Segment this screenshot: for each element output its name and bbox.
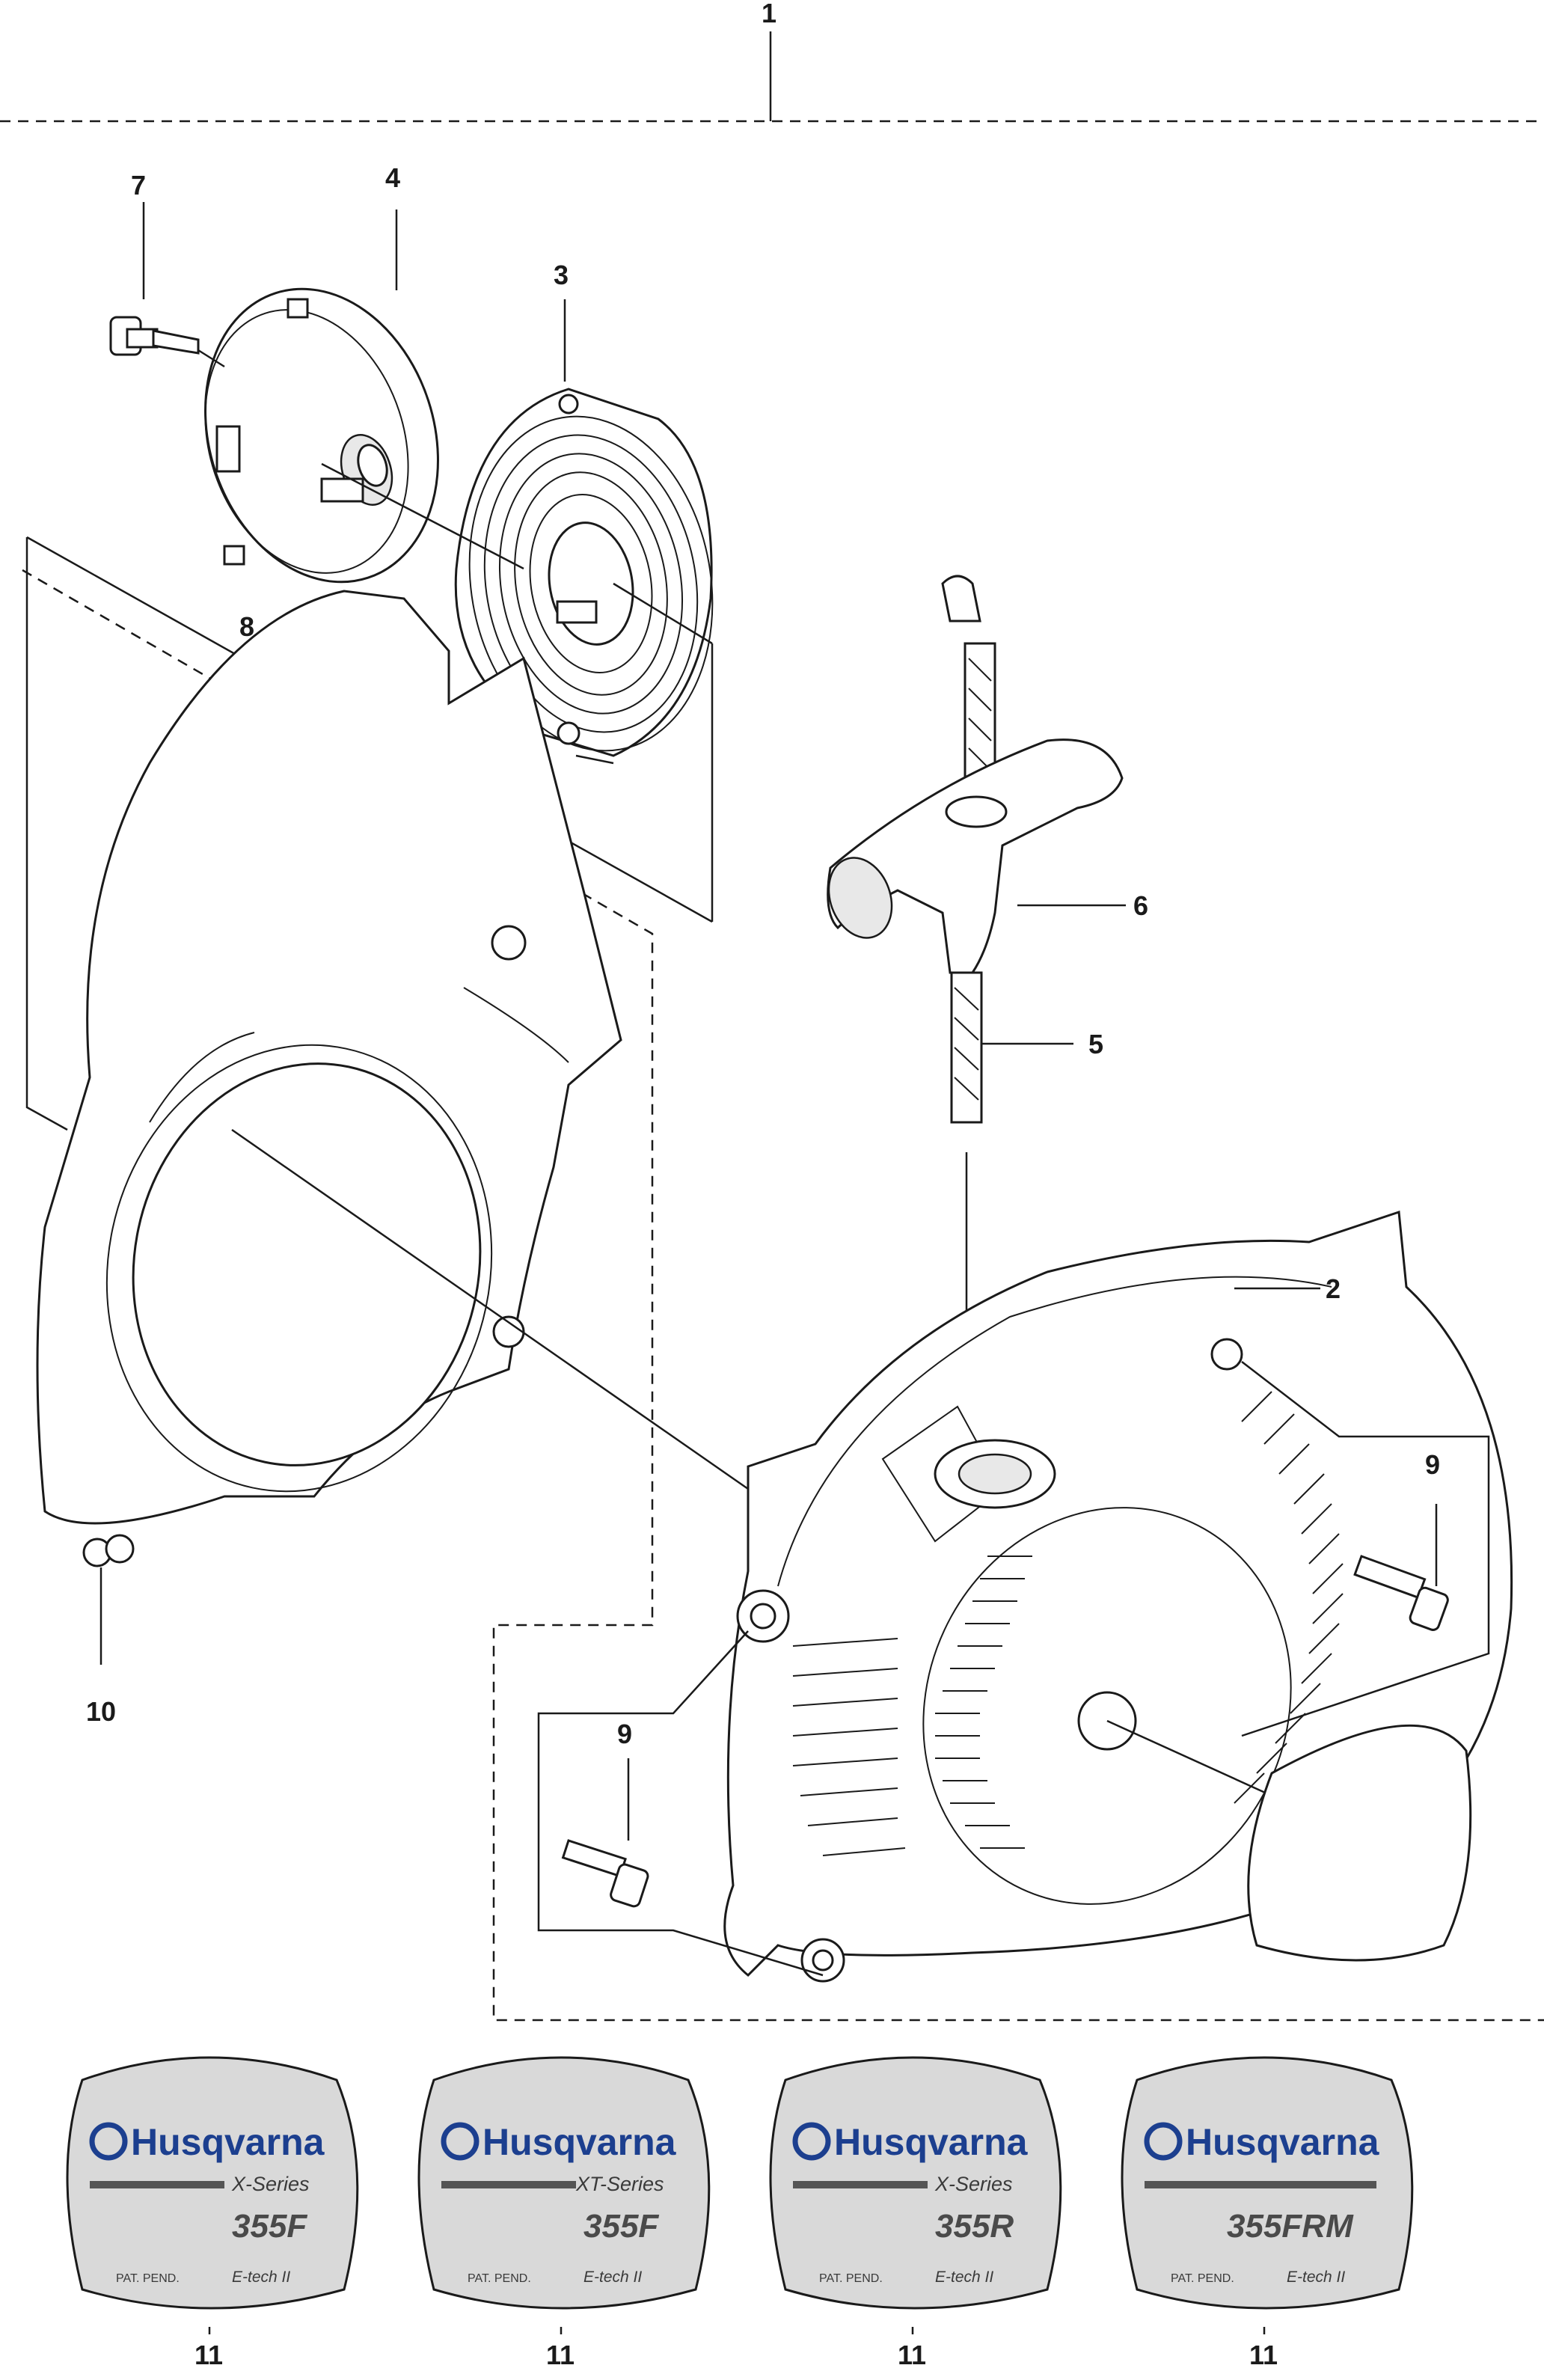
callout-3: 3 xyxy=(554,260,569,290)
decal-4-pat: PAT. PEND. xyxy=(1171,2272,1234,2285)
decal-blank xyxy=(1247,1724,1472,1962)
assembly-boundary: 1 xyxy=(0,0,1544,123)
decal-2-series: XT-Series xyxy=(575,2173,664,2195)
callout-11-c: 11 xyxy=(898,2340,926,2370)
decal-4-etech: E-tech II xyxy=(1287,2269,1345,2286)
callout-6: 6 xyxy=(1133,890,1148,921)
callout-11-a: 11 xyxy=(194,2340,223,2370)
decal-2-etech: E-tech II xyxy=(583,2269,642,2286)
rope-part-5: 5 xyxy=(950,971,1103,1422)
screw-part-7 xyxy=(109,202,225,368)
screw-part-9-left: 9 xyxy=(537,1630,824,1977)
decal-3: Husqvarna X-Series 355R PAT. PEND. E-tec… xyxy=(769,2056,1062,2370)
callout-10: 10 xyxy=(86,1696,116,1727)
decal-2: Husqvarna XT-Series 355F PAT. PEND. E-te… xyxy=(417,2056,711,2370)
screw-part-9-right: 9 xyxy=(1241,1361,1490,1737)
decal-3-model: 355R xyxy=(935,2208,1014,2245)
callout-2: 2 xyxy=(1326,1273,1341,1304)
fan-shroud-part-10 xyxy=(36,590,749,1665)
decal-3-brand: Husqvarna xyxy=(834,2121,1029,2163)
callout-5: 5 xyxy=(1088,1029,1103,1059)
handle-part-6: 6 xyxy=(827,575,1148,974)
callout-1: 1 xyxy=(762,0,776,28)
decal-3-pat: PAT. PEND. xyxy=(819,2272,883,2285)
callout-11-b: 11 xyxy=(546,2340,575,2370)
decal-1-model: 355F xyxy=(232,2208,307,2245)
decal-1-brand: Husqvarna xyxy=(131,2121,325,2163)
callout-9-left: 9 xyxy=(617,1719,632,1749)
callout-11-d: 11 xyxy=(1249,2340,1278,2370)
decal-1-series: X-Series xyxy=(231,2173,310,2195)
decal-1-etech: E-tech II xyxy=(232,2269,290,2286)
husqvarna-logo-icons xyxy=(89,2122,1183,2161)
decal-4-brand: Husqvarna xyxy=(1186,2121,1380,2163)
decal-3-etech: E-tech II xyxy=(935,2269,993,2286)
callout-8: 8 xyxy=(239,611,254,642)
callout-4: 4 xyxy=(385,162,400,193)
decal-4-model: 355FRM xyxy=(1227,2208,1354,2245)
decal-2-model: 355F xyxy=(583,2208,659,2245)
decal-1: Husqvarna X-Series 355F PAT. PEND. E-tec… xyxy=(66,2056,359,2370)
decal-2-brand: Husqvarna xyxy=(482,2121,677,2163)
decal-3-series: X-Series xyxy=(934,2173,1013,2195)
decal-1-pat: PAT. PEND. xyxy=(116,2272,180,2285)
decal-2-pat: PAT. PEND. xyxy=(468,2272,531,2285)
pulley-part-4 xyxy=(204,209,439,584)
callout-9-right: 9 xyxy=(1425,1449,1440,1480)
callout-7: 7 xyxy=(131,170,146,201)
decal-4: Husqvarna 355FRM PAT. PEND. E-tech II 11 xyxy=(1121,2056,1414,2370)
